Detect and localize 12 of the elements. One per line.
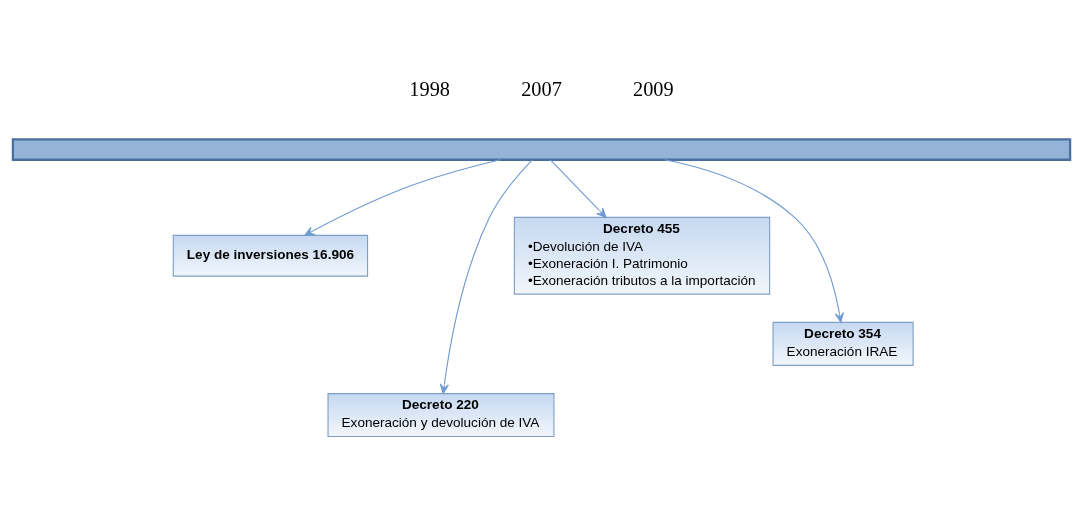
node-box: Decreto 455 •Devolución de IVA •Exoneración I. Patrimonio •Exoneración tributos a la importación <box>513 216 771 295</box>
label: 1998 <box>409 77 451 100</box>
label: 2009 <box>632 77 674 100</box>
label: 2007 <box>521 77 562 100</box>
arrow <box>439 159 533 394</box>
arrow <box>304 159 501 236</box>
node-bar <box>11 138 1072 161</box>
node-box: Decreto 354 Exoneración IRAE <box>772 321 914 366</box>
arrow <box>549 159 607 218</box>
node-box: Ley de inversiones 16.906 <box>172 234 369 277</box>
arrow <box>664 159 844 323</box>
node-box: Decreto 220 Exoneración y devolución de IVA <box>327 393 555 438</box>
